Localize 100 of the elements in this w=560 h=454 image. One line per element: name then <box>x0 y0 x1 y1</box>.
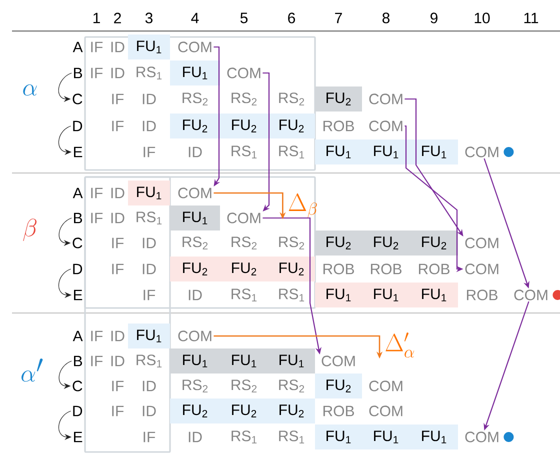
stage-label: ID <box>188 290 202 300</box>
row-letter: B <box>74 68 82 78</box>
column-number: 3 <box>145 12 153 24</box>
stage-label: ROB <box>418 264 450 274</box>
row-letter: C <box>72 380 82 392</box>
stage-label: ID <box>111 68 124 78</box>
stage-label: ROB <box>323 264 354 274</box>
column-number: 8 <box>382 12 390 24</box>
column-number: 9 <box>430 12 438 24</box>
stage-label: IF <box>112 238 124 248</box>
stage-label: IF <box>91 330 103 342</box>
stage-label: COM <box>465 432 498 442</box>
column-number: 10 <box>474 12 490 24</box>
highlighted-stage: FU$_{2}$ <box>183 262 208 276</box>
stage-label: ID <box>111 188 124 198</box>
stage-label: RS$_{1}$ <box>232 430 257 444</box>
stage-label: IF <box>112 264 124 274</box>
highlighted-stage: FU$_{1}$ <box>374 430 398 444</box>
highlighted-stage: FU$_{1}$ <box>183 66 208 80</box>
stage-label: RS$_{1}$ <box>279 146 304 158</box>
row-letter: C <box>72 94 82 104</box>
row-letter: C <box>72 238 82 248</box>
highlighted-stage: FU$_{2}$ <box>326 92 351 106</box>
highlighted-stage: FU$_{1}$ <box>422 146 446 158</box>
highlighted-stage: FU$_{1}$ <box>137 40 162 54</box>
stage-label: IF <box>91 356 103 366</box>
column-number: 11 <box>524 12 538 24</box>
stage-label: RS$_{1}$ <box>279 430 304 444</box>
column-number: 6 <box>288 12 296 24</box>
stage-label: RS$_{2}$ <box>232 236 257 250</box>
row-letter: B <box>74 212 82 224</box>
highlighted-stage: FU$_{2}$ <box>374 236 398 250</box>
stage-label: ID <box>142 120 156 132</box>
row-letter: E <box>74 290 82 300</box>
stage-label: COM <box>369 120 402 132</box>
stage-label: ROB <box>466 290 498 300</box>
stage-label: IF <box>91 42 103 52</box>
stage-label: ID <box>142 406 156 416</box>
panel-letter: $\alpha$ <box>23 84 37 96</box>
stage-label: COM <box>227 68 260 78</box>
stage-label: RS$_{1}$ <box>232 288 257 302</box>
stage-label: IF <box>91 68 103 78</box>
stage-label: ID <box>142 264 156 274</box>
stage-label: COM <box>178 188 212 198</box>
row-letter: D <box>73 406 82 416</box>
highlighted-stage: FU$_{1}$ <box>137 186 162 200</box>
highlighted-stage: FU$_{2}$ <box>280 262 304 276</box>
highlighted-stage: FU$_{2}$ <box>280 120 304 132</box>
highlighted-stage: FU$_{1}$ <box>374 146 398 158</box>
stage-label: IF <box>112 94 124 104</box>
highlighted-stage: FU$_{2}$ <box>232 404 256 418</box>
panel-letter: $\beta$ <box>23 218 37 242</box>
stage-label: RS$_{2}$ <box>182 236 208 250</box>
stage-label: ROB <box>323 120 354 132</box>
row-letter: A <box>72 42 83 52</box>
stage-label: RS$_{2}$ <box>232 92 257 106</box>
highlighted-stage: FU$_{1}$ <box>422 430 446 444</box>
stage-label: IF <box>112 406 124 416</box>
highlighted-stage: FU$_{1}$ <box>183 354 208 368</box>
stage-label: IF <box>91 188 103 198</box>
highlighted-stage: FU$_{1}$ <box>232 354 256 368</box>
highlighted-stage: FU$_{2}$ <box>232 262 256 276</box>
delta-label: $\Delta_{\beta}$ <box>288 193 317 218</box>
row-letter: E <box>74 146 82 158</box>
row-letter: A <box>72 188 83 198</box>
row-letter: B <box>74 356 82 366</box>
highlighted-stage: FU$_{2}$ <box>183 120 208 132</box>
highlighted-stage: FU$_{1}$ <box>137 330 162 342</box>
stage-label: RS$_{1}$ <box>279 288 304 302</box>
highlighted-stage: FU$_{2}$ <box>326 236 351 250</box>
stage-label: ID <box>111 330 124 342</box>
stage-label: COM <box>178 330 212 342</box>
stage-label: IF <box>112 380 124 392</box>
highlighted-stage: FU$_{2}$ <box>280 404 304 418</box>
stage-label: ID <box>142 380 156 392</box>
column-number: 5 <box>240 12 248 24</box>
row-letter: A <box>72 330 83 342</box>
stage-label: ID <box>111 42 124 52</box>
highlighted-stage: FU$_{2}$ <box>422 236 446 250</box>
highlighted-stage: FU$_{1}$ <box>374 288 398 302</box>
stage-label: RS$_{2}$ <box>279 236 304 250</box>
stage-label: RS$_{1}$ <box>136 212 162 224</box>
highlighted-stage: FU$_{1}$ <box>280 354 304 368</box>
stage-label: ID <box>188 432 202 442</box>
highlighted-stage: FU$_{2}$ <box>232 120 256 132</box>
stage-label: ROB <box>323 406 354 416</box>
stage-label: ID <box>142 94 156 104</box>
stage-label: RS$_{1}$ <box>136 354 162 368</box>
highlighted-stage: FU$_{2}$ <box>183 404 208 418</box>
stage-label: COM <box>227 212 260 224</box>
stage-label: COM <box>465 146 498 158</box>
column-number: 7 <box>335 12 342 24</box>
stage-label: RS$_{2}$ <box>182 380 208 392</box>
stage-label: ID <box>111 356 124 366</box>
arrow <box>262 72 270 212</box>
stage-label: COM <box>369 406 402 416</box>
column-number: 4 <box>191 12 199 24</box>
stage-label: RS$_{1}$ <box>232 146 257 158</box>
stage-label: RS$_{2}$ <box>182 92 208 106</box>
stage-label: COM <box>322 356 355 366</box>
